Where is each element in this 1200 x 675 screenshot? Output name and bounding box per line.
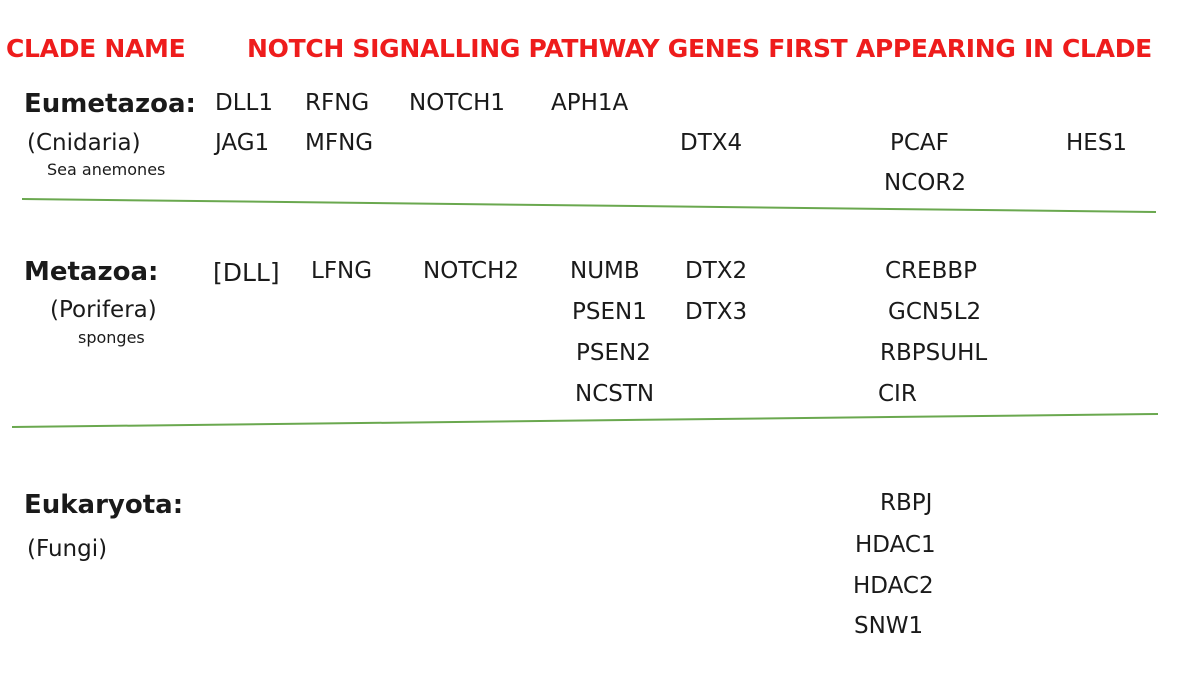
gene-rfng: RFNG: [305, 90, 370, 116]
separator-line-2: [11, 413, 1159, 428]
gene-numb: NUMB: [570, 258, 640, 284]
clade-common-sea-anemones: Sea anemones: [47, 160, 166, 179]
gene-hdac2: HDAC2: [853, 573, 934, 599]
genes-title-header: NOTCH SIGNALLING PATHWAY GENES FIRST APP…: [247, 34, 1152, 63]
gene-dll1: DLL1: [215, 90, 273, 116]
clade-name-metazoa: Metazoa:: [24, 257, 159, 287]
gene-cir: CIR: [878, 381, 917, 407]
gene-dtx4: DTX4: [680, 130, 743, 156]
gene-pcaf: PCAF: [890, 130, 949, 156]
gene-dtx2: DTX2: [685, 258, 748, 284]
gene-mfng: MFNG: [305, 130, 374, 156]
clade-group-porifera: (Porifera): [50, 297, 157, 323]
gene-gcn5l2: GCN5L2: [888, 299, 982, 325]
clade-group-cnidaria: (Cnidaria): [27, 130, 141, 156]
clade-common-sponges: sponges: [78, 328, 145, 347]
gene-crebbp: CREBBP: [885, 258, 977, 284]
gene-dll-bracketed: [DLL]: [213, 258, 280, 287]
gene-psen1: PSEN1: [572, 299, 647, 325]
gene-hdac1: HDAC1: [855, 532, 936, 558]
clade-name-eukaryota: Eukaryota:: [24, 490, 184, 520]
clade-name-eumetazoa: Eumetazoa:: [24, 89, 196, 119]
clade-name-header: CLADE NAME: [6, 34, 186, 63]
gene-rbpj: RBPJ: [880, 490, 933, 516]
gene-rbpsuhl: RBPSUHL: [880, 340, 988, 366]
clade-group-fungi: (Fungi): [27, 536, 108, 562]
gene-jag1: JAG1: [215, 130, 270, 156]
gene-hes1: HES1: [1066, 130, 1128, 156]
gene-psen2: PSEN2: [576, 340, 651, 366]
gene-dtx3: DTX3: [685, 299, 748, 325]
gene-ncor2: NCOR2: [884, 170, 966, 196]
gene-aph1a: APH1A: [551, 90, 629, 116]
gene-notch2: NOTCH2: [423, 258, 519, 284]
separator-line-1: [21, 198, 1157, 213]
gene-ncstn: NCSTN: [575, 381, 655, 407]
gene-notch1: NOTCH1: [409, 90, 505, 116]
gene-lfng: LFNG: [311, 258, 373, 284]
gene-snw1: SNW1: [854, 613, 924, 639]
